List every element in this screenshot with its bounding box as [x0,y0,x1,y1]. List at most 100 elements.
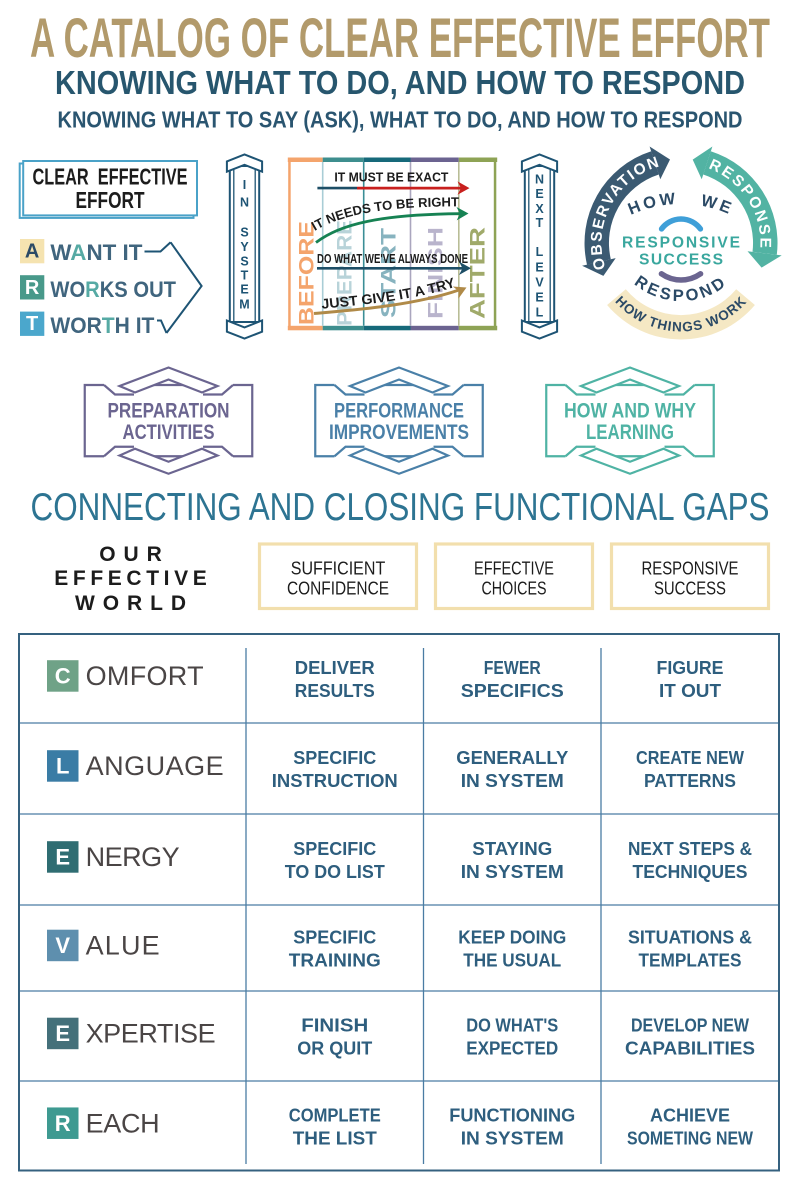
svg-text:PREPARE: PREPARE [334,220,357,326]
svg-text:COMPLETE: COMPLETE [289,1105,381,1125]
svg-text:CONFIDENCE: CONFIDENCE [287,578,389,599]
svg-text:TECHNIQUES: TECHNIQUES [633,862,748,882]
svg-text:FINISH: FINISH [424,227,447,319]
svg-text:S: S [240,255,248,269]
svg-text:WANT IT: WANT IT [50,240,143,265]
svg-text:INSTRUCTION: INSTRUCTION [272,771,398,791]
svg-text:SPECIFIC: SPECIFIC [293,928,376,948]
svg-text:I: I [243,178,246,192]
svg-text:TO DO LIST: TO DO LIST [285,862,385,882]
svg-text:WORTH IT: WORTH IT [50,313,155,338]
svg-text:V: V [535,275,544,289]
svg-text:ALUE: ALUE [86,931,160,961]
svg-text:LEARNING: LEARNING [586,421,674,444]
svg-text:L: L [536,245,544,259]
svg-text:IMPROVEMENTS: IMPROVEMENTS [329,421,469,444]
svg-text:A: A [25,241,39,263]
svg-text:E: E [535,187,543,201]
svg-text:SOMETING NEW: SOMETING NEW [627,1128,753,1148]
svg-text:IN SYSTEM: IN SYSTEM [461,1128,564,1148]
svg-text:R: R [25,277,40,299]
svg-text:XPERTISE: XPERTISE [86,1019,216,1049]
svg-text:E: E [240,283,248,297]
svg-text:T: T [26,313,38,335]
svg-text:CLEAR EFFECTIVE: CLEAR EFFECTIVE [33,164,188,190]
svg-text:E: E [535,260,543,274]
svg-text:E: E [535,290,543,304]
svg-text:SPECIFICS: SPECIFICS [461,681,564,701]
svg-text:WORLD: WORLD [75,592,186,615]
svg-text:NERGY: NERGY [86,842,180,872]
svg-text:HOW WE: HOW WE [626,190,737,219]
svg-text:BEFORE: BEFORE [296,221,319,325]
svg-text:RESPONSIVE: RESPONSIVE [622,235,740,252]
svg-text:EXPECTED: EXPECTED [466,1039,558,1059]
svg-text:KEEP DOING: KEEP DOING [458,928,566,948]
svg-text:AFTER: AFTER [467,227,490,319]
svg-text:IT MUST BE EXACT: IT MUST BE EXACT [334,170,448,185]
svg-text:NEXT STEPS &: NEXT STEPS & [628,839,752,859]
svg-text:OMFORT: OMFORT [86,661,204,691]
svg-text:N: N [240,196,249,210]
svg-text:SITUATIONS &: SITUATIONS & [628,928,752,948]
svg-text:R: R [55,1111,71,1136]
svg-text:DELIVER: DELIVER [295,658,375,678]
svg-text:CONNECTING AND CLOSING FUNCTIO: CONNECTING AND CLOSING FUNCTIONAL GAPS [31,486,770,529]
svg-text:KNOWING WHAT TO SAY (ASK), WHA: KNOWING WHAT TO SAY (ASK), WHAT TO DO, A… [58,107,743,133]
svg-text:A CATALOG OF CLEAR EFFECTIVE E: A CATALOG OF CLEAR EFFECTIVE EFFORT [30,6,770,69]
svg-text:EFFECTIVE: EFFECTIVE [54,567,207,590]
svg-text:FUNCTIONING: FUNCTIONING [449,1105,575,1125]
svg-text:DEVELOP NEW: DEVELOP NEW [631,1016,749,1036]
svg-text:IN SYSTEM: IN SYSTEM [461,771,564,791]
svg-text:STAYING: STAYING [472,839,552,859]
svg-text:PERFORMANCE: PERFORMANCE [334,400,464,423]
svg-text:S: S [240,226,248,240]
svg-text:CREATE NEW: CREATE NEW [636,748,744,768]
svg-text:EFFECTIVE: EFFECTIVE [474,557,554,578]
svg-text:SPECIFIC: SPECIFIC [293,839,376,859]
svg-text:ACHIEVE: ACHIEVE [650,1105,730,1125]
svg-text:PREPARATION: PREPARATION [108,400,230,423]
svg-text:TEMPLATES: TEMPLATES [639,951,742,971]
svg-text:TRAINING: TRAINING [289,951,381,971]
svg-text:WORKS OUT: WORKS OUT [50,277,176,302]
svg-text:E: E [55,845,70,870]
svg-text:PATTERNS: PATTERNS [644,771,736,791]
svg-text:SUFFICIENT: SUFFICIENT [291,557,386,578]
svg-text:N: N [535,173,544,187]
svg-text:CAPABILITIES: CAPABILITIES [625,1039,755,1059]
svg-text:OUR: OUR [99,543,162,566]
svg-text:RESULTS: RESULTS [295,681,375,701]
svg-text:EFFORT: EFFORT [76,187,145,213]
svg-text:E: E [55,1021,70,1046]
svg-text:Y: Y [240,240,249,254]
svg-text:IN SYSTEM: IN SYSTEM [461,862,564,882]
svg-text:DO WHAT'S: DO WHAT'S [466,1016,558,1036]
svg-text:HOW AND WHY: HOW AND WHY [564,400,696,423]
svg-text:FINISH: FINISH [301,1016,368,1036]
svg-text:OR QUIT: OR QUIT [297,1039,372,1059]
svg-text:GENERALLY: GENERALLY [456,748,568,768]
svg-text:L: L [536,305,544,319]
svg-text:SPECIFIC: SPECIFIC [293,748,376,768]
svg-text:THE USUAL: THE USUAL [463,951,561,971]
svg-text:DO WHAT WE'VE ALWAYS DONE: DO WHAT WE'VE ALWAYS DONE [317,251,468,266]
svg-text:RESPONSIVE: RESPONSIVE [642,557,739,578]
svg-text:THE LIST: THE LIST [293,1128,377,1148]
svg-text:FEWER: FEWER [484,658,541,678]
svg-text:SUCCESS: SUCCESS [654,578,726,599]
svg-text:X: X [535,202,544,216]
svg-text:L: L [56,754,69,779]
svg-text:ACTIVITIES: ACTIVITIES [123,421,215,444]
svg-text:M: M [239,298,249,312]
svg-text:IT OUT: IT OUT [659,681,721,701]
svg-text:T: T [241,269,249,283]
svg-text:FIGURE: FIGURE [657,658,724,678]
svg-text:V: V [55,933,70,958]
svg-text:T: T [536,216,544,230]
svg-text:SUCCESS: SUCCESS [639,252,723,269]
svg-text:START: START [378,228,401,318]
svg-text:KNOWING WHAT TO DO, AND HOW TO: KNOWING WHAT TO DO, AND HOW TO RESPOND [55,64,745,101]
svg-text:C: C [55,664,71,689]
svg-text:CHOICES: CHOICES [482,578,547,599]
